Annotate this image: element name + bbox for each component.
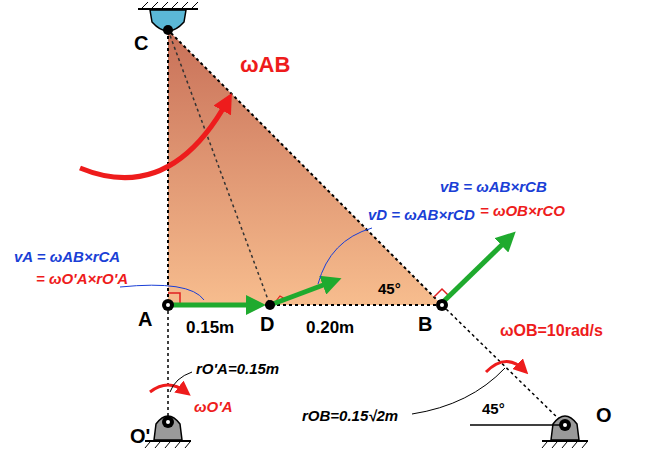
angle-label: 45° bbox=[482, 400, 505, 417]
angular-velocity-ab bbox=[80, 100, 228, 178]
velocity-arrow-d bbox=[270, 281, 334, 305]
angle-label: 45° bbox=[378, 280, 401, 297]
ceiling-hatch bbox=[142, 2, 198, 8]
point-label: O bbox=[596, 404, 612, 427]
dimension-label: 0.20m bbox=[306, 318, 354, 338]
joint-dots bbox=[162, 25, 571, 431]
dimension-label: rOB=0.15√2m bbox=[302, 407, 398, 424]
rigid-plate bbox=[168, 30, 442, 305]
point-label: B bbox=[418, 313, 432, 336]
velocity-formula: = ωOB×rCO bbox=[480, 202, 565, 219]
leader-vd bbox=[318, 228, 372, 284]
velocity-formula: = ωO'A×rO'A bbox=[36, 270, 128, 287]
velocity-formula: vA = ωAB×rCA bbox=[14, 248, 120, 265]
angular-velocity-label: ωAB bbox=[240, 52, 290, 77]
ground-support-o-prime bbox=[145, 416, 191, 448]
link-oa bbox=[167, 305, 169, 420]
dimension-label: 0.15m bbox=[186, 318, 234, 338]
ground-support-o bbox=[542, 416, 588, 448]
angular-velocity-label: ωOB=10rad/s bbox=[500, 322, 603, 340]
velocity-arrow-b bbox=[442, 237, 510, 303]
dimension-label: rO'A=0.15m bbox=[196, 360, 279, 377]
velocity-arrow-a bbox=[168, 303, 258, 308]
point-label: C bbox=[134, 32, 148, 55]
reference-line bbox=[470, 424, 560, 426]
angular-velocity-ob bbox=[486, 361, 524, 372]
angular-velocity-oa bbox=[150, 385, 186, 392]
point-label: O' bbox=[130, 425, 150, 448]
velocity-formula: vD = ωAB×rCD bbox=[368, 206, 475, 223]
velocity-formula: vB = ωAB×rCB bbox=[440, 178, 547, 195]
leader-roa bbox=[170, 372, 192, 392]
point-label: D bbox=[260, 313, 274, 336]
joint-centers bbox=[166, 303, 567, 427]
leader-va bbox=[120, 285, 204, 300]
angular-velocity-label: ωO'A bbox=[194, 398, 233, 415]
point-label: A bbox=[138, 308, 152, 331]
